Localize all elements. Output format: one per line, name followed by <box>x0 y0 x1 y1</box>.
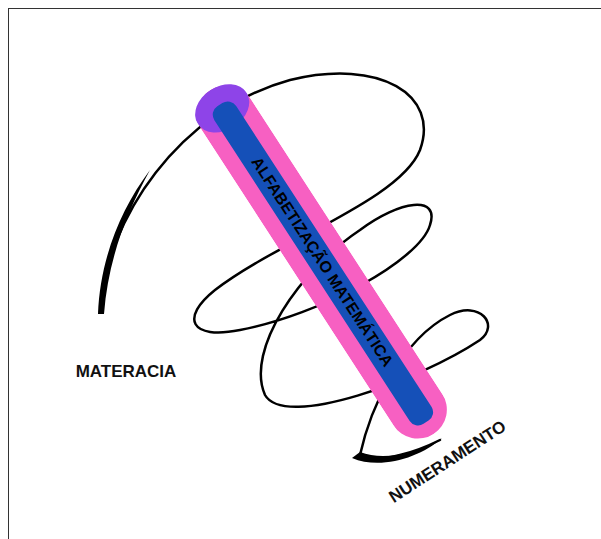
spiral-tail <box>98 170 150 314</box>
spiral-tail <box>352 438 442 463</box>
spiral-line <box>100 74 488 459</box>
cylinder-stripe <box>209 98 437 430</box>
cylinder-body <box>186 74 458 449</box>
concept-label: MATERACIA <box>76 362 177 382</box>
frame-line <box>8 8 9 539</box>
frame-line <box>8 8 601 9</box>
cylinder-band: ALFABETIZAÇÃO MATEMÁTICA <box>186 74 458 449</box>
